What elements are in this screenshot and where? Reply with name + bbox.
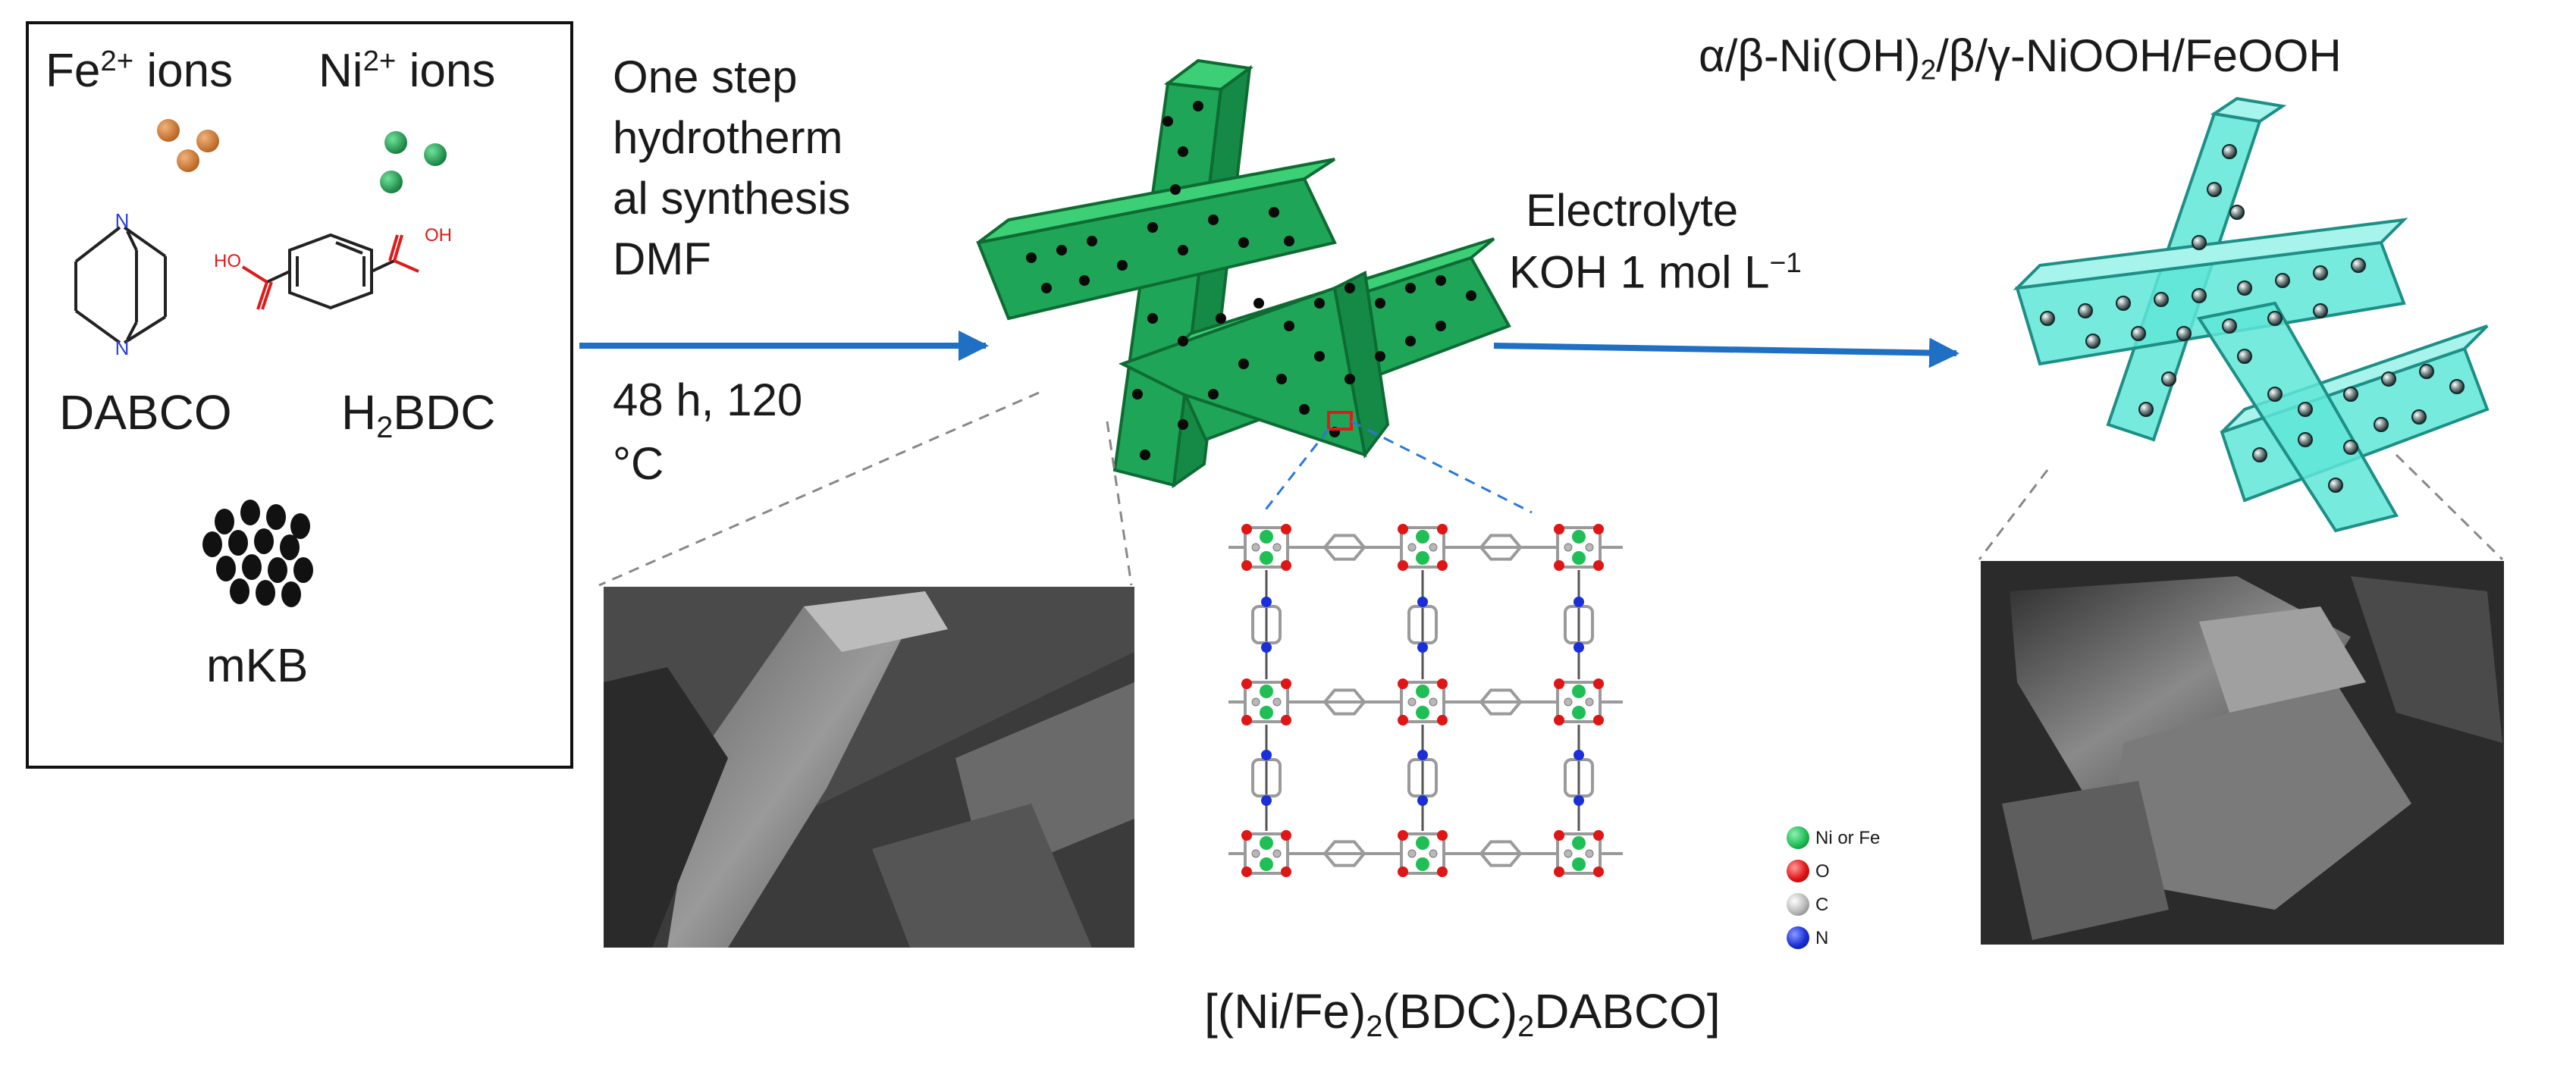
carbon-atom bbox=[1273, 850, 1281, 857]
carbon-atom bbox=[1252, 544, 1260, 551]
carboxylate-oxygen bbox=[1281, 715, 1291, 725]
pillar-nitrogen bbox=[1574, 750, 1584, 760]
pillar-nitrogen bbox=[1261, 642, 1272, 653]
carboxylate-oxygen bbox=[1241, 524, 1252, 534]
carboxylate-oxygen bbox=[1241, 678, 1252, 689]
carbon-atom bbox=[1429, 698, 1437, 706]
metal-node bbox=[1260, 551, 1273, 565]
carbon-atom bbox=[1408, 544, 1416, 551]
carbon-atom bbox=[1564, 544, 1572, 551]
carboxylate-oxygen bbox=[1554, 866, 1564, 877]
carboxylate-oxygen bbox=[1437, 678, 1448, 689]
carbon-atom bbox=[1429, 544, 1437, 551]
carbon-atom bbox=[1586, 850, 1593, 857]
pillar-nitrogen bbox=[1574, 795, 1584, 806]
carboxylate-oxygen bbox=[1437, 830, 1448, 841]
carboxylate-oxygen bbox=[1554, 524, 1564, 534]
carbon-atom bbox=[1429, 850, 1437, 857]
carboxylate-oxygen bbox=[1241, 830, 1252, 841]
metal-node bbox=[1260, 836, 1273, 850]
legend-swatch-c bbox=[1787, 893, 1809, 916]
mof-formula: [(Ni/Fe)2(BDC)2DABCO] bbox=[1204, 987, 1721, 1042]
carboxylate-oxygen bbox=[1593, 715, 1604, 725]
pillar-nitrogen bbox=[1261, 795, 1272, 806]
metal-node bbox=[1572, 836, 1586, 850]
carboxylate-oxygen bbox=[1241, 560, 1252, 571]
legend-label-n: N bbox=[1815, 929, 1828, 948]
carboxylate-oxygen bbox=[1554, 560, 1564, 571]
metal-node bbox=[1260, 685, 1273, 698]
carbon-atom bbox=[1252, 850, 1260, 857]
carboxylate-oxygen bbox=[1437, 560, 1448, 571]
carboxylate-oxygen bbox=[1281, 560, 1291, 571]
pillar-nitrogen bbox=[1417, 597, 1428, 607]
carboxylate-oxygen bbox=[1554, 678, 1564, 689]
carboxylate-oxygen bbox=[1398, 678, 1408, 689]
legend-swatch-ni-fe bbox=[1787, 826, 1809, 849]
metal-node bbox=[1260, 530, 1273, 544]
legend-label-o: O bbox=[1815, 863, 1830, 881]
metal-node bbox=[1416, 706, 1429, 719]
pillar-nitrogen bbox=[1417, 642, 1428, 653]
carboxylate-oxygen bbox=[1437, 715, 1448, 725]
carboxylate-oxygen bbox=[1593, 524, 1604, 534]
carbon-atom bbox=[1564, 698, 1572, 706]
metal-node bbox=[1572, 551, 1586, 565]
carboxylate-oxygen bbox=[1281, 866, 1291, 877]
carboxylate-oxygen bbox=[1437, 866, 1448, 877]
pillar-nitrogen bbox=[1417, 795, 1428, 806]
carboxylate-oxygen bbox=[1437, 524, 1448, 534]
metal-node bbox=[1416, 530, 1429, 544]
carboxylate-oxygen bbox=[1398, 560, 1408, 571]
atom-legend: Ni or Fe O C N bbox=[1787, 826, 1923, 963]
metal-node bbox=[1260, 857, 1273, 871]
legend-swatch-o bbox=[1787, 860, 1809, 882]
metal-node bbox=[1416, 685, 1429, 698]
carboxylate-oxygen bbox=[1593, 866, 1604, 877]
pillar-nitrogen bbox=[1574, 597, 1584, 607]
carbon-atom bbox=[1273, 698, 1281, 706]
carboxylate-oxygen bbox=[1398, 715, 1408, 725]
carboxylate-oxygen bbox=[1593, 678, 1604, 689]
metal-node bbox=[1416, 551, 1429, 565]
carboxylate-oxygen bbox=[1241, 715, 1252, 725]
carboxylate-oxygen bbox=[1554, 830, 1564, 841]
pillar-nitrogen bbox=[1417, 750, 1428, 760]
carboxylate-oxygen bbox=[1554, 715, 1564, 725]
carboxylate-oxygen bbox=[1398, 524, 1408, 534]
carbon-atom bbox=[1408, 850, 1416, 857]
metal-node bbox=[1572, 530, 1586, 544]
metal-node bbox=[1260, 706, 1273, 719]
carbon-atom bbox=[1586, 544, 1593, 551]
carboxylate-oxygen bbox=[1281, 678, 1291, 689]
pillar-nitrogen bbox=[1574, 642, 1584, 653]
metal-node bbox=[1416, 836, 1429, 850]
metal-node bbox=[1416, 857, 1429, 871]
carboxylate-oxygen bbox=[1281, 524, 1291, 534]
pillar-nitrogen bbox=[1261, 750, 1272, 760]
carboxylate-oxygen bbox=[1398, 830, 1408, 841]
carbon-atom bbox=[1273, 544, 1281, 551]
metal-node bbox=[1572, 857, 1586, 871]
pillar-nitrogen bbox=[1261, 597, 1272, 607]
carboxylate-oxygen bbox=[1593, 830, 1604, 841]
carbon-atom bbox=[1564, 850, 1572, 857]
carbon-atom bbox=[1252, 698, 1260, 706]
legend-swatch-n bbox=[1787, 926, 1809, 949]
carboxylate-oxygen bbox=[1398, 866, 1408, 877]
legend-label-ni-fe: Ni or Fe bbox=[1815, 829, 1880, 848]
legend-label-c: C bbox=[1815, 896, 1828, 914]
metal-node bbox=[1572, 706, 1586, 719]
carboxylate-oxygen bbox=[1281, 830, 1291, 841]
carbon-atom bbox=[1408, 698, 1416, 706]
metal-node bbox=[1572, 685, 1586, 698]
carbon-atom bbox=[1586, 698, 1593, 706]
carboxylate-oxygen bbox=[1241, 866, 1252, 877]
carboxylate-oxygen bbox=[1593, 560, 1604, 571]
